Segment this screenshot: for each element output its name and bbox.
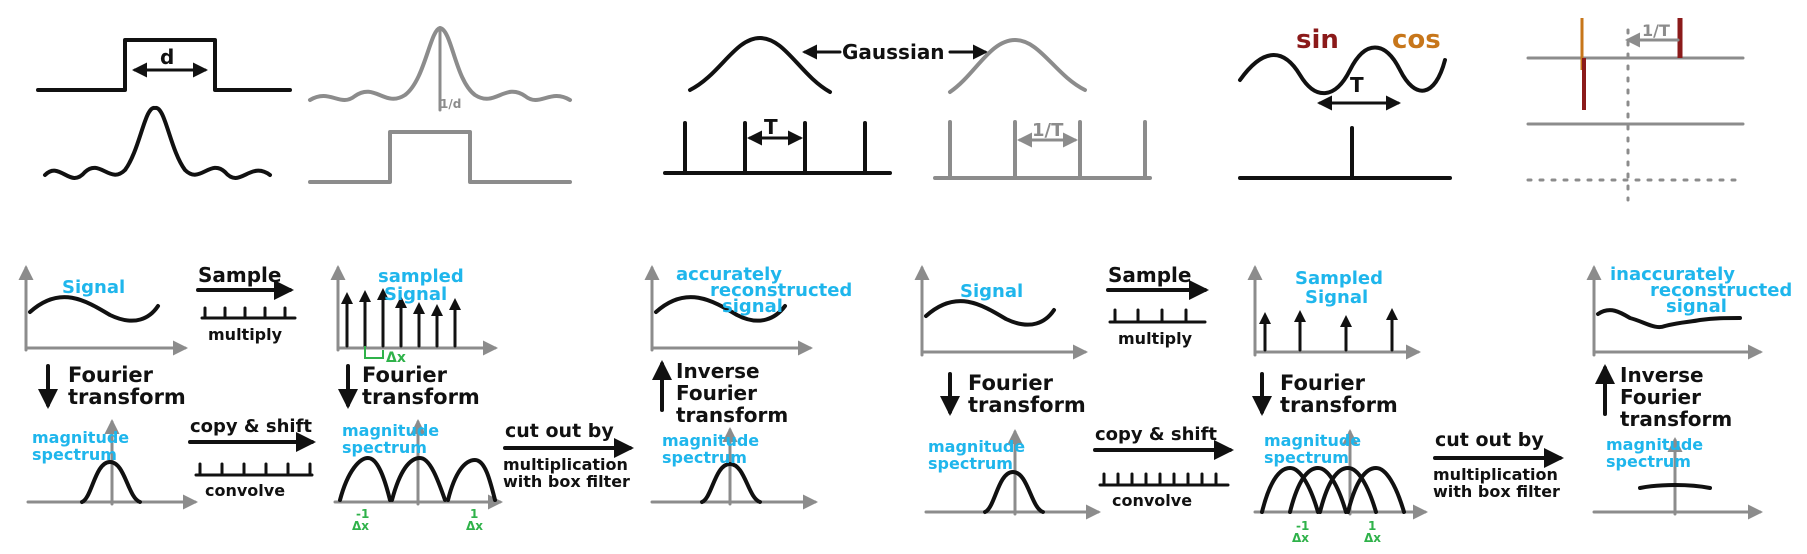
sinusoid	[1238, 45, 1447, 96]
spectrum2-copies	[338, 456, 497, 502]
delta-x-label: Δx	[386, 350, 406, 366]
period-label: T	[764, 115, 778, 139]
comb-icon-r	[1108, 308, 1207, 324]
spectrum2-overlap-copies	[1260, 466, 1406, 514]
sample-stems	[345, 296, 457, 348]
signal-curve	[28, 295, 160, 323]
cos-label: cos	[1392, 25, 1441, 55]
gaussian-gray	[948, 38, 1087, 94]
multiply-label: multiply	[208, 325, 283, 344]
panel-sin-cos-spectrum: 1/T	[1526, 18, 1745, 202]
gaussian-black	[688, 36, 832, 94]
spectrum3-curve	[700, 462, 762, 504]
sample-label: Sample	[198, 263, 281, 287]
signal-label: Signal	[62, 277, 125, 298]
delta-x-bracket	[364, 346, 384, 359]
sample-arrowheads-r	[1259, 308, 1398, 327]
panel-gaussian-comb: Gaussian T 1/T	[663, 36, 1152, 180]
spectrum3-curve-r	[1638, 483, 1712, 490]
cutout-label: cut out by	[505, 420, 614, 442]
reconstructed-curve	[654, 295, 787, 323]
box-function	[36, 38, 292, 92]
convolve-label: convolve	[205, 481, 285, 500]
sample-stems-r	[1263, 316, 1394, 352]
reconstructed-curve-r	[1596, 308, 1742, 329]
signal-curve-r	[924, 299, 1056, 327]
sin-period-label: T	[1350, 73, 1364, 97]
freq-label-1d: 1/d	[440, 97, 461, 111]
sample-label-r: Sample	[1108, 263, 1191, 287]
sinc-function	[43, 106, 272, 180]
panel-box-sinc: d 1/d	[36, 26, 572, 184]
copy-shift-label-r: copy & shift	[1095, 424, 1217, 445]
cutout-label-r: cut out by	[1435, 429, 1544, 451]
gray-comb-impulses	[948, 120, 1147, 180]
comb-impulses	[683, 121, 867, 175]
convolve-comb-icon	[194, 462, 314, 477]
signal-label-r: Signal	[960, 281, 1023, 302]
spectrum1-curve	[80, 460, 142, 504]
box-function-gray	[308, 130, 572, 184]
sample-arrowheads	[341, 288, 461, 316]
sin-label: sin	[1296, 25, 1339, 55]
copy-shift-label: copy & shift	[190, 416, 312, 437]
spectrum-freq-label: 1/T	[1642, 21, 1670, 40]
spectrum1-curve-r	[983, 470, 1045, 514]
multiply-label-r: multiply	[1118, 329, 1193, 348]
gaussian-label: Gaussian	[842, 40, 945, 64]
convolve-label-r: convolve	[1112, 491, 1192, 510]
width-label: d	[160, 45, 174, 69]
comb-icon	[200, 306, 297, 320]
sinc-function-gray	[308, 26, 572, 102]
panel-sin-cos: sin cos T	[1238, 25, 1452, 180]
convolve-comb-icon-r	[1098, 472, 1230, 487]
gray-freq-label: 1/T	[1032, 120, 1064, 141]
